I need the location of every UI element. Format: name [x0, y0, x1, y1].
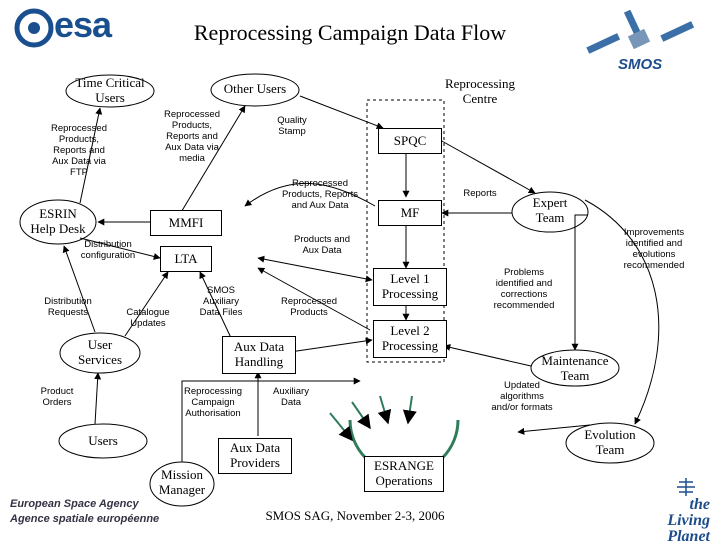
- label-product-orders: Product Orders: [40, 386, 74, 408]
- expert-team-ellipse: [511, 191, 589, 233]
- footer-text: SMOS SAG, November 2-3, 2006: [265, 508, 445, 523]
- label-distribution-configuration: Distribution configuration: [80, 239, 136, 261]
- smos-satellite-icon: [586, 10, 695, 54]
- arrow-users-to-userservices: [94, 372, 102, 425]
- living-planet-line1: the: [689, 496, 710, 513]
- reprocessing-centre-label: Reprocessing Centre: [444, 76, 516, 106]
- arrow-auxhandling-to-level2: [289, 337, 373, 353]
- arrow-maintenance-to-level2: [443, 344, 532, 367]
- arrow-mmfi-to-otherusers: [179, 105, 246, 215]
- users-label: Users: [88, 433, 118, 448]
- label-smos-aux-files: SMOS Auxiliary Data Files: [199, 285, 243, 318]
- esrin-help-desk-ellipse: [19, 199, 97, 245]
- arrow-level2-to-lta: [257, 267, 371, 331]
- level2-node: Level 2 Processing: [373, 320, 447, 358]
- evolution-team-label: Evolution Team: [584, 427, 636, 457]
- page-title: Reprocessing Campaign Data Flow: [193, 20, 507, 45]
- label-products-and-aux: Products and Aux Data: [294, 234, 350, 256]
- label-updated-algorithms: Updated algorithms and/or formats: [491, 380, 553, 413]
- aux-data-providers-node: Aux Data Providers: [218, 438, 292, 474]
- esrange-antenna-arrows: [329, 395, 417, 442]
- mf-node: MF: [378, 200, 442, 226]
- label-reports: Reports: [463, 188, 497, 199]
- esrange-operations-node: ESRANGE Operations: [364, 456, 444, 492]
- arrow-missionmanager-to-level: [181, 377, 361, 462]
- label-reprocessed-products: Reprocessed Products: [281, 296, 337, 318]
- spqc-node: SPQC: [378, 128, 442, 154]
- label-quality-stamp: Quality Stamp: [277, 115, 307, 137]
- label-improvements: Improvements identified and evolutions r…: [623, 227, 685, 271]
- arrow-mf-to-mmfi: [244, 182, 376, 207]
- lta-node: LTA: [160, 246, 212, 272]
- esa-agency-name: European Space Agency Agence spatiale eu…: [10, 497, 159, 527]
- living-planet-line2: Living Planet: [667, 512, 710, 545]
- mmfi-node: MMFI: [150, 210, 222, 236]
- esa-wordmark: esa: [54, 4, 112, 45]
- label-reprocessed-ftp: Reprocessed Products, Reports and Aux Da…: [51, 123, 107, 178]
- arrow-auxhandling-to-lta: [199, 271, 233, 341]
- label-reprocessed-media: Reprocessed Products, Reports and Aux Da…: [164, 109, 220, 164]
- evolution-team-ellipse: [565, 422, 655, 464]
- level1-node: Level 1 Processing: [373, 268, 447, 306]
- label-reprocessed-reports-aux: Reprocessed Products, Reports and Aux Da…: [281, 178, 359, 211]
- arrow-otherusers-to-spqc: [299, 95, 384, 129]
- arrow-esrin-to-lta: [79, 237, 161, 260]
- label-catalogue-updates: Catalogue Updates: [126, 307, 170, 329]
- users-ellipse: [58, 423, 148, 459]
- arrow-lta-products-level1: [257, 255, 373, 283]
- label-problems: Problems identified and corrections reco…: [493, 267, 555, 311]
- time-critical-users-ellipse: [65, 74, 155, 108]
- mission-manager-label: Mission Manager: [158, 467, 206, 497]
- arrow-expert-to-maintenance: [571, 214, 588, 351]
- other-users-ellipse: [210, 73, 300, 107]
- arrow-expert-to-evolution: [584, 199, 660, 425]
- label-reprocessing-authorisation: Reprocessing Campaign Authorisation: [183, 386, 243, 419]
- arrow-evolution-to-maintenance: [517, 424, 591, 435]
- esrin-help-desk-label: ESRIN Help Desk: [30, 206, 86, 236]
- living-planet-wordmark: the Living Planet: [634, 497, 710, 545]
- reprocessing-centre-boundary: [366, 99, 445, 363]
- arrow-userservices-to-lta: [124, 271, 169, 337]
- arrow-esrin-to-timecritical: [79, 107, 103, 204]
- arrow-userservices-to-esrin: [62, 245, 96, 333]
- smos-wordmark: SMOS: [618, 56, 663, 73]
- other-users-label: Other Users: [223, 81, 287, 96]
- agency-line-fr: Agence spatiale européenne: [10, 512, 160, 525]
- time-critical-users-label: Time Critical Users: [75, 75, 145, 105]
- maintenance-team-label: Maintenance Team: [541, 353, 609, 383]
- label-auxiliary-data: Auxiliary Data: [273, 386, 309, 408]
- arrow-spqc-to-expert: [439, 139, 536, 194]
- esa-logo-icon: [14, 8, 54, 48]
- expert-team-label: Expert Team: [532, 195, 568, 225]
- label-distribution-requests: Distribution Requests: [44, 296, 92, 318]
- agency-line-en: European Space Agency: [10, 498, 139, 510]
- living-planet-tree-icon: [677, 478, 695, 496]
- aux-data-handling-node: Aux Data Handling: [222, 336, 296, 374]
- user-services-label: User Services: [77, 337, 123, 367]
